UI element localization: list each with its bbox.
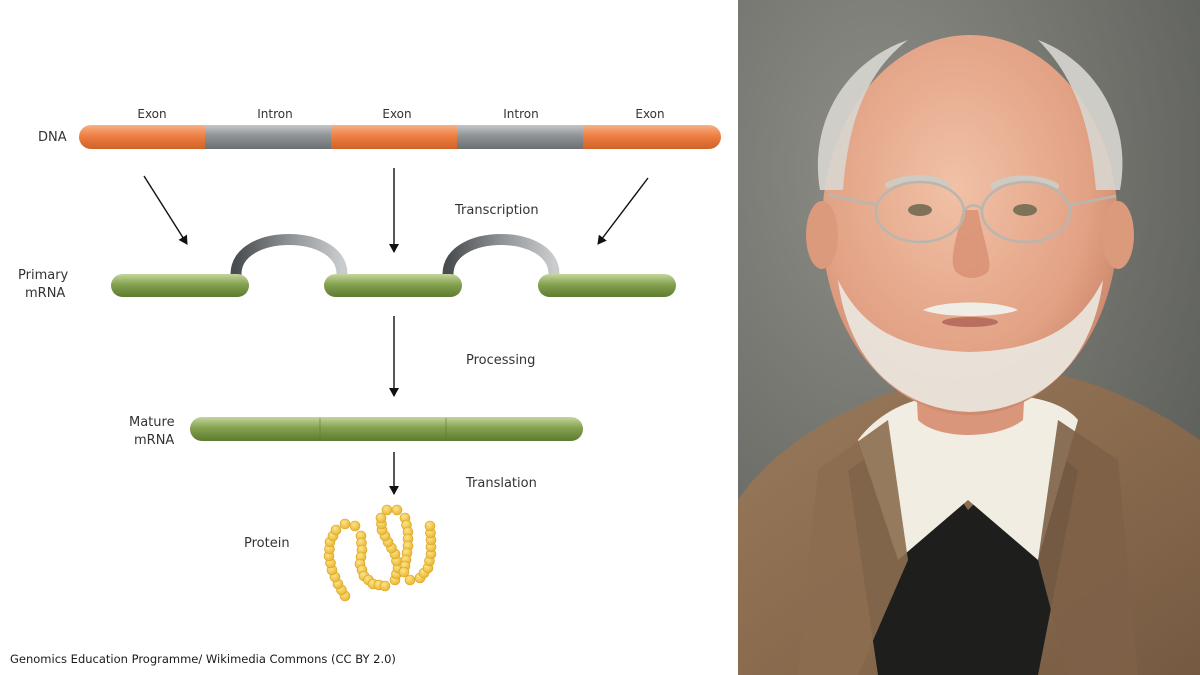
protein-bead xyxy=(405,575,415,585)
protein-label: Protein xyxy=(244,536,290,551)
dna-strand xyxy=(79,125,721,149)
dna-exon-3 xyxy=(583,125,721,149)
protein-bead xyxy=(382,505,392,515)
intron-loop-1 xyxy=(236,240,342,275)
segment-label-exon-2: Exon xyxy=(382,107,411,121)
arrow-icon xyxy=(144,176,187,244)
protein-bead xyxy=(340,519,350,529)
mature-mrna-strand xyxy=(190,417,583,441)
portrait-photo xyxy=(738,0,1200,675)
mature-mrna-bar xyxy=(190,417,583,441)
protein-bead xyxy=(392,505,402,515)
protein-bead xyxy=(331,525,341,535)
arrow-icon xyxy=(598,178,648,244)
primary-mrna-exon-3 xyxy=(538,274,676,297)
dna-intron-2 xyxy=(457,125,597,149)
dna-intron-1 xyxy=(205,125,345,149)
segment-label-exon-3: Exon xyxy=(635,107,664,121)
transcription-label: Transcription xyxy=(454,203,539,218)
protein-bead-chain-icon xyxy=(324,505,436,601)
gene-expression-diagram: DNA Exon Intron Exon Intron Exon Transcr… xyxy=(0,0,738,675)
mature-mrna-label-line2: mRNA xyxy=(134,433,174,448)
translation-label: Translation xyxy=(465,476,537,491)
primary-mrna-exon-2 xyxy=(324,274,462,297)
image-credit: Genomics Education Programme/ Wikimedia … xyxy=(10,652,396,666)
protein-bead xyxy=(380,581,390,591)
segment-label-intron-1: Intron xyxy=(257,107,292,121)
dna-exon-1 xyxy=(79,125,219,149)
primary-mrna-label-line2: mRNA xyxy=(25,286,65,301)
mature-mrna-label-line1: Mature xyxy=(129,415,175,430)
primary-mrna-exon-1 xyxy=(111,274,249,297)
dna-label: DNA xyxy=(38,130,67,145)
intron-loop-2 xyxy=(448,240,554,275)
portrait-illustration xyxy=(738,0,1200,675)
protein-bead xyxy=(350,521,360,531)
processing-label: Processing xyxy=(466,353,535,368)
protein-bead xyxy=(425,521,435,531)
segment-label-intron-2: Intron xyxy=(503,107,538,121)
segment-label-exon-1: Exon xyxy=(137,107,166,121)
diagram-panel: DNA Exon Intron Exon Intron Exon Transcr… xyxy=(0,0,738,675)
dna-exon-2 xyxy=(331,125,471,149)
primary-mrna-label-line1: Primary xyxy=(18,268,69,283)
